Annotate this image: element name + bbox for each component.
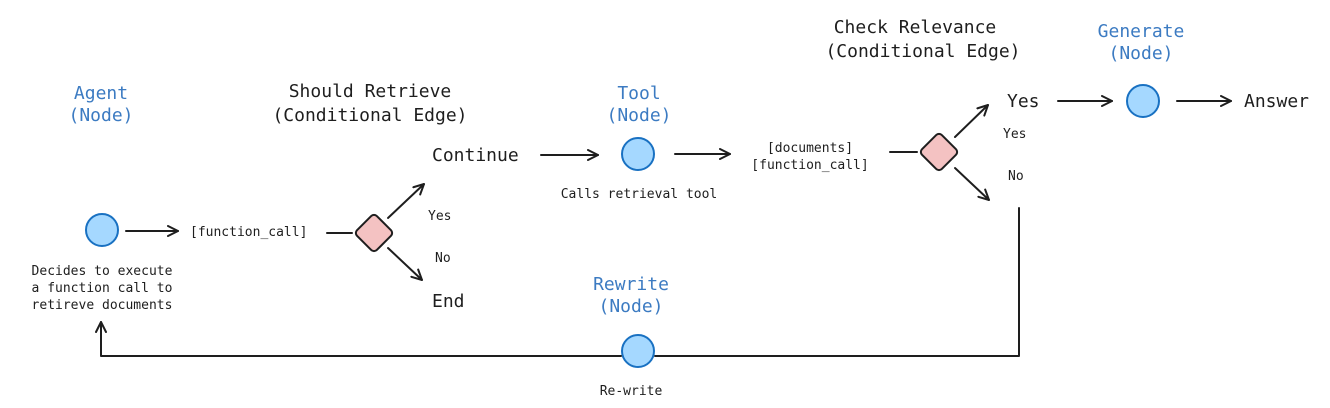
tool-title: Tool (617, 83, 660, 104)
continue-label: Continue (432, 145, 519, 166)
agent-node[interactable] (85, 213, 119, 247)
rewrite-node[interactable] (621, 334, 655, 368)
check-relevance-yes-label: Yes (1003, 127, 1026, 142)
check-relevance-title: Check Relevance (834, 17, 997, 38)
check-relevance-no-label: No (1008, 169, 1024, 184)
agent-subtitle: (Node) (68, 105, 133, 126)
rewrite-title: Rewrite (593, 274, 669, 295)
tool-subtitle: (Node) (606, 105, 671, 126)
arrow-should-retrieve-yes (387, 183, 425, 219)
tool-desc: Calls retrieval tool (561, 187, 718, 202)
generate-title: Generate (1098, 21, 1185, 42)
check-relevance-subtitle: (Conditional Edge) (825, 41, 1020, 62)
arrow-rewrite-to-agent (95, 321, 622, 357)
generate-subtitle: (Node) (1108, 43, 1173, 64)
should-retrieve-no-label: No (435, 251, 451, 266)
agent-desc-line-2: a function call to (32, 281, 173, 296)
line-no-to-rewrite (654, 207, 1020, 357)
should-retrieve-diamond[interactable] (354, 213, 394, 253)
check-relevance-diamond[interactable] (919, 132, 959, 172)
agent-desc-line-1: Decides to execute (32, 264, 173, 279)
tool-node[interactable] (621, 137, 655, 171)
should-retrieve-yes-label: Yes (428, 209, 451, 224)
rewrite-subtitle: (Node) (598, 296, 663, 317)
answer-label: Answer (1244, 91, 1309, 112)
function-call-2-label: [function_call] (751, 158, 868, 173)
generate-node[interactable] (1126, 84, 1160, 118)
rewrite-desc: Re-write (600, 384, 663, 399)
arrow-should-retrieve-no (387, 247, 423, 281)
agent-desc-line-3: retireve documents (32, 298, 173, 313)
function-call-label: [function_call] (190, 225, 307, 240)
arrow-check-relevance-no (954, 167, 990, 201)
agent-title: Agent (74, 83, 128, 104)
yes-outcome-label: Yes (1007, 91, 1040, 112)
end-label: End (432, 291, 465, 312)
arrow-check-relevance-yes (954, 104, 989, 138)
documents-label: [documents] (767, 141, 853, 156)
